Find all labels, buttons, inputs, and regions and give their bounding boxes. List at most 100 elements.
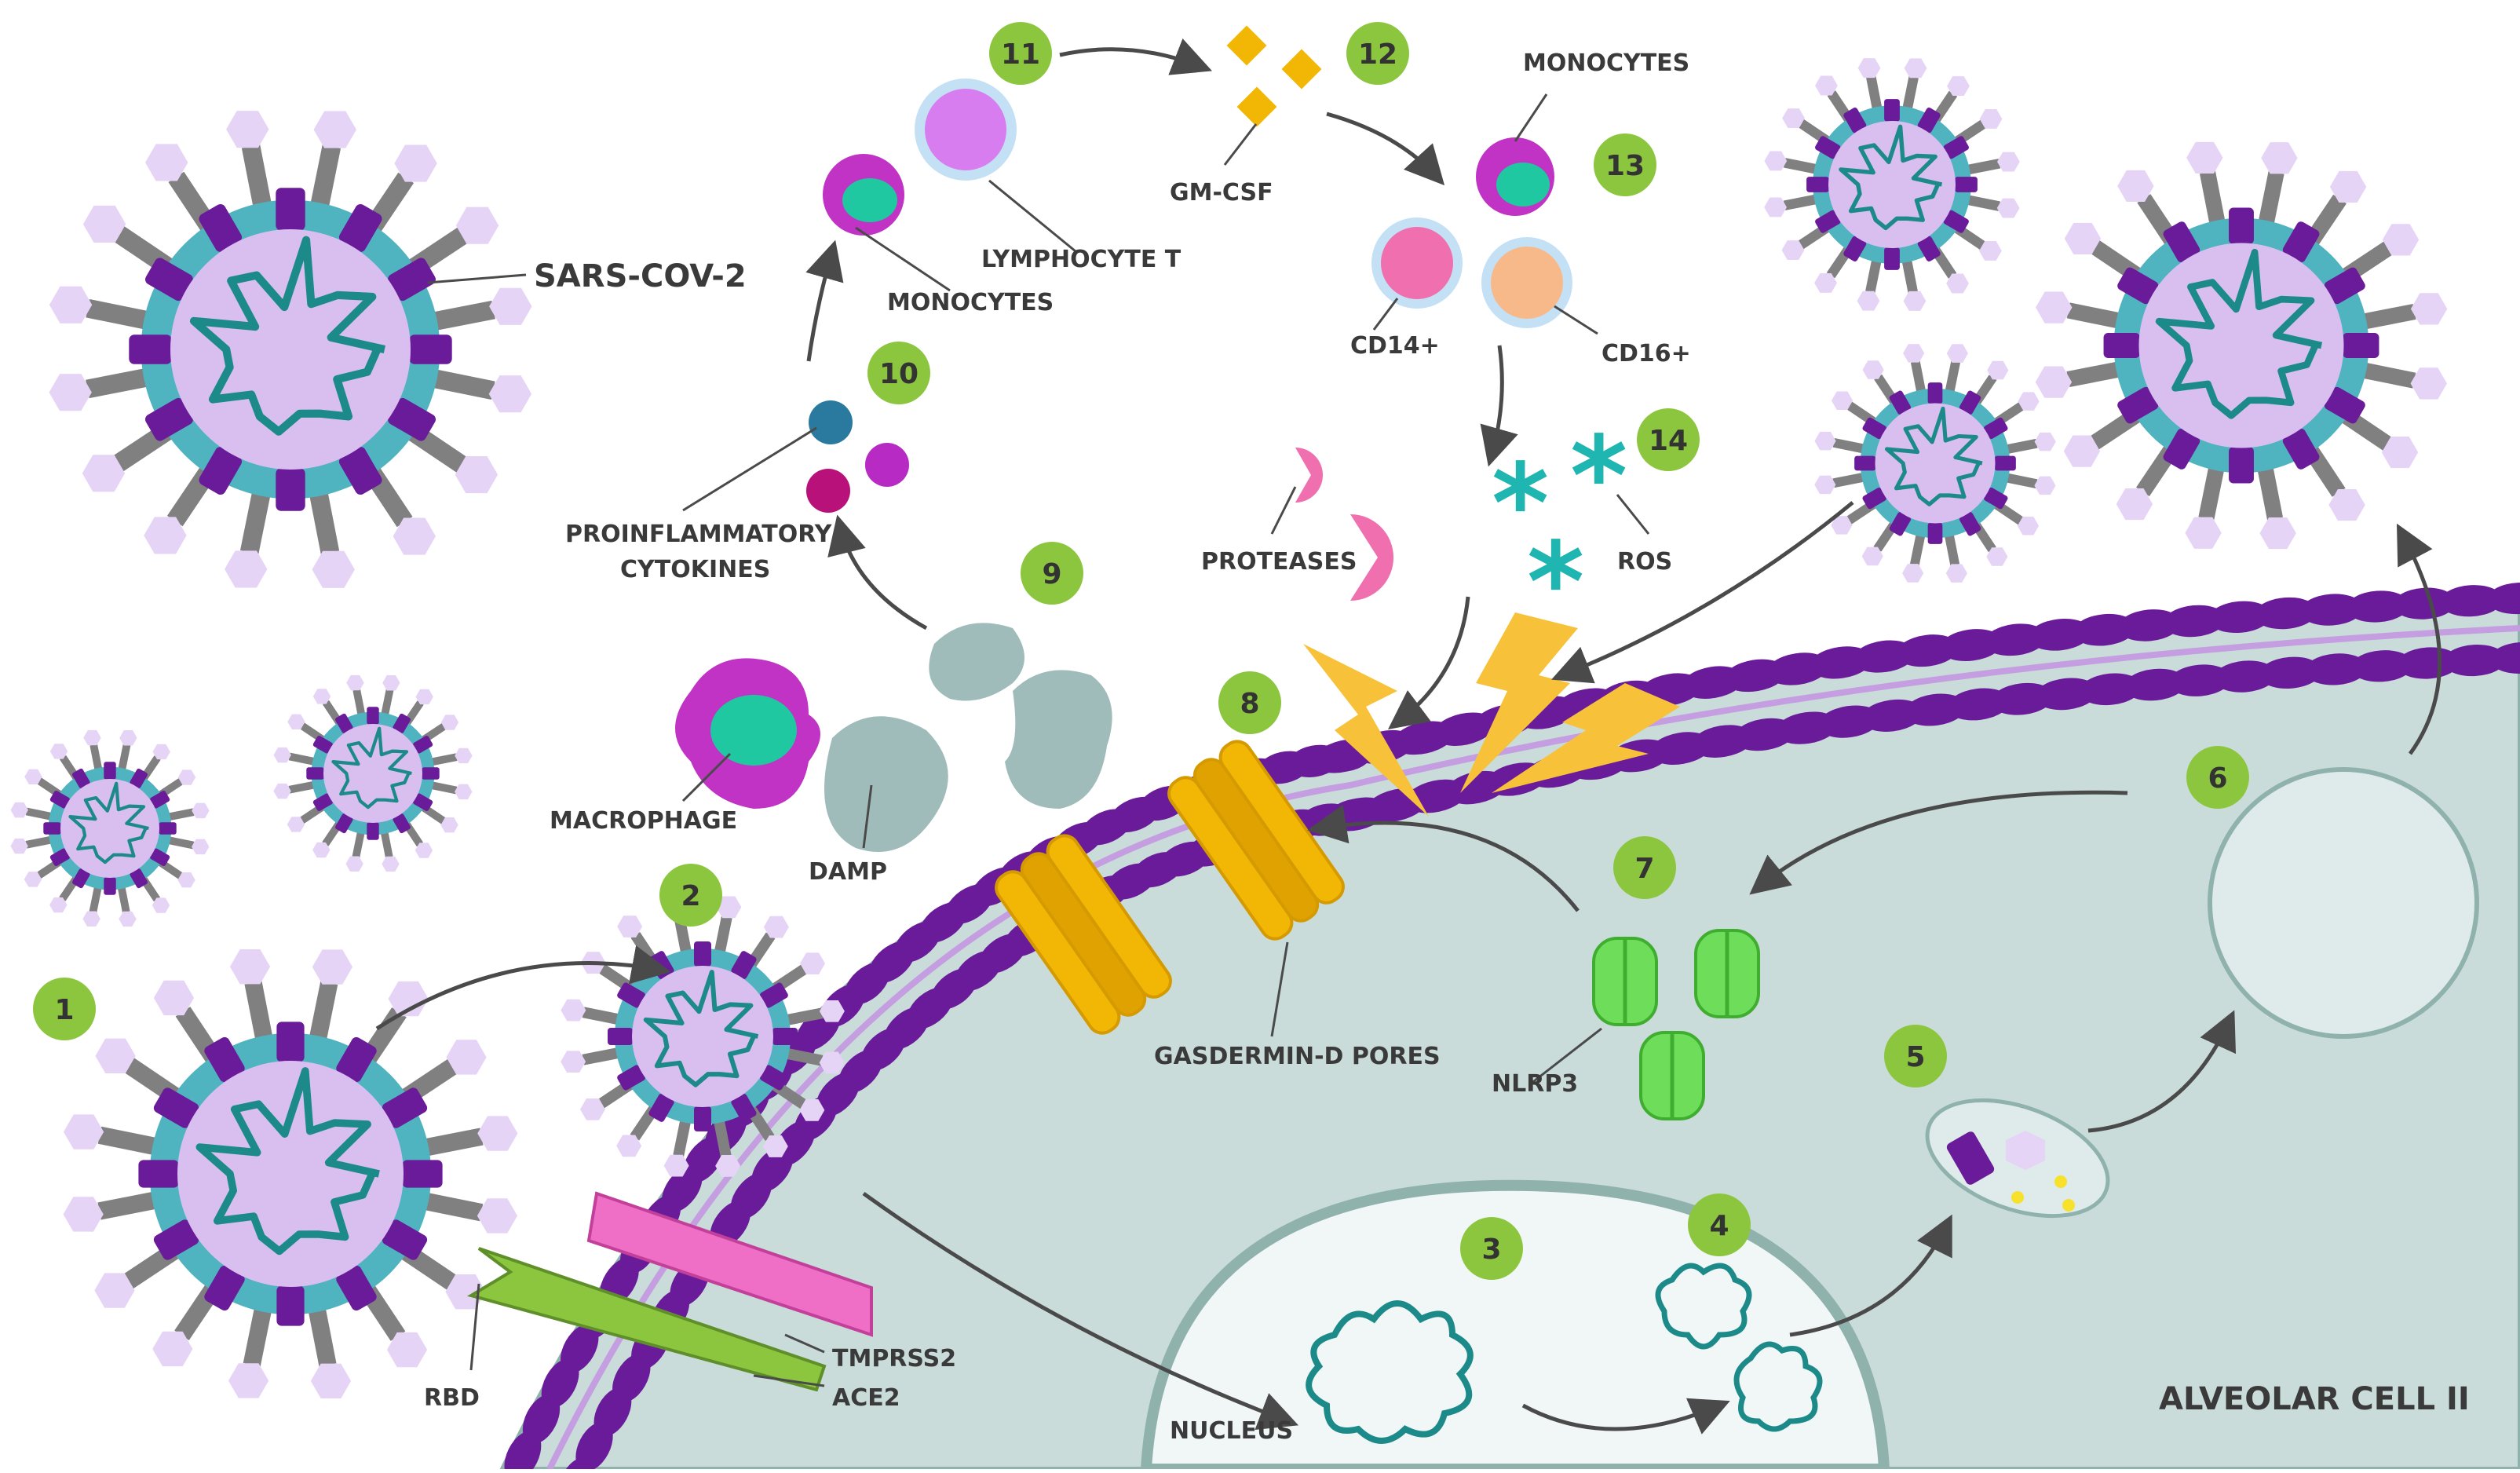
spike-protein-icon — [2357, 361, 2416, 389]
spike-protein-icon — [1783, 193, 1821, 210]
virus-icon — [2035, 141, 2448, 550]
label-cd16: CD16+ — [1601, 340, 1691, 367]
envelope-protein — [199, 447, 243, 495]
spike-tip — [49, 374, 92, 411]
spike-protein-icon — [25, 835, 54, 849]
spike-tip — [455, 207, 499, 244]
spike-protein-icon — [2199, 170, 2226, 230]
rna-strand-icon — [1733, 1341, 1823, 1432]
membrane-lipid — [2347, 590, 2409, 623]
envelope-protein — [153, 1219, 199, 1260]
envelope-protein — [104, 762, 116, 780]
spike-tip — [1945, 564, 1967, 583]
envelope-protein — [204, 1265, 245, 1311]
spike-protein-icon — [352, 829, 366, 858]
label-sars-cov-2: SARS-COV-2 — [534, 258, 747, 294]
spike-protein-icon — [86, 298, 155, 331]
envelope-protein — [2343, 333, 2379, 358]
envelope-protein — [338, 203, 382, 252]
spike-tip — [1987, 360, 2009, 380]
step-number: 4 — [1709, 1210, 1729, 1242]
envelope-protein — [49, 791, 70, 809]
spike-tip — [63, 1114, 104, 1150]
spike-protein-icon — [288, 780, 317, 794]
spike-tip — [312, 689, 331, 704]
membrane-lipid — [2168, 664, 2232, 696]
envelope-protein — [1959, 512, 1981, 536]
spike-protein-icon — [1832, 437, 1868, 455]
envelope-protein — [731, 951, 757, 979]
damage-lightning — [1303, 612, 1680, 817]
spike-protein-icon — [380, 829, 393, 858]
envelope-protein — [1984, 487, 2008, 510]
label-nlrp3: NLRP3 — [1492, 1070, 1578, 1098]
label-macrophage: MACROPHAGE — [550, 807, 737, 835]
spike-protein-icon — [2257, 170, 2284, 230]
spike-tip — [312, 842, 331, 858]
spike-protein-icon — [1784, 158, 1821, 175]
step-number: 10 — [879, 358, 919, 390]
envelope-protein — [760, 982, 788, 1008]
spike-protein-icon — [673, 1116, 692, 1157]
spike-protein-icon — [2066, 302, 2126, 330]
spike-tip — [1903, 344, 1925, 363]
envelope-protein — [150, 848, 170, 866]
rna-strand-icon — [1306, 1300, 1474, 1444]
spike-tip — [489, 287, 532, 325]
envelope-protein — [1815, 136, 1841, 159]
label-ros: ROS — [1617, 548, 1672, 576]
label-alveolar-cell: ALVEOLAR CELL II — [2159, 1381, 2470, 1417]
membrane-lipid — [2397, 647, 2460, 679]
spike-tip — [1902, 564, 1924, 583]
envelope-protein — [1884, 99, 1900, 122]
envelope-protein — [1889, 512, 1912, 536]
membrane-lipid — [2489, 641, 2520, 674]
gm-csf-molecules — [1226, 25, 1322, 127]
spike-tip — [2261, 142, 2298, 174]
spike-tip — [1979, 108, 2003, 129]
spike-tip — [49, 744, 68, 759]
spike-tip — [2410, 367, 2447, 400]
envelope-protein — [1943, 136, 1969, 159]
step-badge-2: 2 — [659, 864, 722, 927]
spike-protein-icon — [2256, 461, 2284, 521]
proteases — [1295, 448, 1394, 601]
envelope-protein — [694, 1106, 711, 1131]
spike-tip — [345, 856, 363, 872]
spike-protein-icon — [782, 1047, 824, 1066]
envelope-protein — [1815, 210, 1841, 233]
spike-tip — [2186, 141, 2223, 174]
damp-fragments — [824, 623, 1112, 852]
label-gm-csf: GM-CSF — [1170, 179, 1273, 207]
spike-tip — [2017, 516, 2040, 535]
spike-tip — [1782, 108, 1805, 129]
spike-tip — [1814, 272, 1837, 293]
spike-tip — [561, 1051, 586, 1073]
vesicle-5 — [1925, 1098, 2110, 1219]
envelope-protein — [159, 822, 177, 835]
envelope-protein — [336, 1265, 377, 1311]
spike-tip — [10, 838, 28, 854]
spike-tip — [152, 744, 170, 760]
virus-icon — [10, 729, 210, 927]
spike-protein-icon — [97, 1126, 163, 1157]
spike-tip — [153, 980, 195, 1016]
lightning-icon — [1492, 683, 1680, 793]
spike-tip — [1904, 58, 1927, 79]
virus-icon — [1764, 58, 2020, 311]
spike-tip — [388, 981, 429, 1017]
envelope-protein — [731, 1094, 757, 1122]
spike-tip — [2381, 436, 2419, 469]
envelope-protein — [153, 1087, 199, 1128]
spike-tip — [2382, 224, 2420, 256]
spike-tip — [228, 1363, 269, 1398]
spike-tip — [2329, 170, 2367, 203]
envelope-protein — [72, 868, 90, 889]
spike-protein-icon — [1963, 194, 2000, 211]
envelope-protein — [1994, 455, 2016, 471]
membrane-lipid — [2213, 660, 2277, 693]
spike-tip — [82, 205, 126, 243]
virus-icon — [561, 896, 845, 1177]
membrane-lipid — [2487, 582, 2520, 615]
